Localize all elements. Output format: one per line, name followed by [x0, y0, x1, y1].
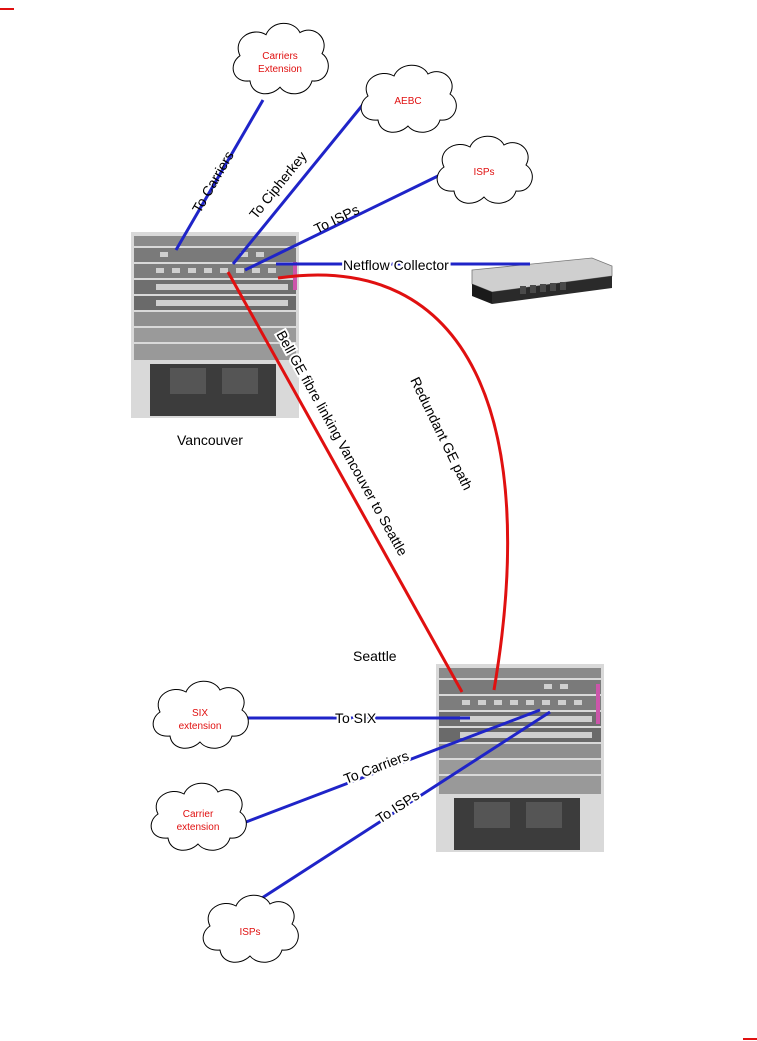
corner-mark-top-left — [0, 8, 14, 10]
vancouver-switch-icon — [131, 232, 299, 418]
netflow-server-icon — [471, 257, 613, 304]
cloud-label-extension: Extension — [258, 64, 302, 75]
corner-mark-bottom-right — [743, 1038, 757, 1040]
cloud-label-carriers: Carriers — [262, 51, 298, 62]
redundant-ge-link — [277, 273, 510, 691]
cloud-label-isps-top: ISPs — [473, 167, 494, 178]
cloud-label-six: SIX — [192, 708, 208, 719]
label-redundant-path: Redundant GE path — [407, 374, 476, 492]
label-to-isps-top: To ISPs — [311, 201, 361, 237]
site-label-vancouver: Vancouver — [177, 432, 243, 448]
cloud-label-six-extension: extension — [179, 721, 222, 732]
cloud-label-carrier: Carrier — [183, 809, 214, 820]
seattle-switch-icon — [436, 664, 604, 852]
cloud-label-aebc: AEBC — [394, 96, 421, 107]
label-to-carriers-top: To Carriers — [189, 148, 237, 215]
link-to-isps-bottom — [261, 710, 551, 900]
link-to-carriers-top — [174, 99, 265, 251]
label-bell-fibre: Bell GE fibre linking Vancouver to Seatt… — [273, 328, 411, 559]
label-to-carriers-bottom: To Carriers — [341, 747, 411, 786]
label-to-isps-bottom: To ISPs — [373, 787, 422, 827]
cloud-label-carrier-extension: extension — [177, 822, 220, 833]
link-to-carriers-bottom — [245, 708, 541, 824]
site-label-seattle: Seattle — [353, 648, 397, 664]
link-to-isps-top — [244, 173, 441, 272]
link-to-cipherkey — [231, 101, 367, 265]
bell-fibre-link — [226, 271, 464, 693]
label-to-six: To SIX — [335, 710, 377, 726]
label-netflow-collector: Netflow Collector — [343, 257, 449, 273]
cloud-label-isps-bottom: ISPs — [239, 927, 260, 938]
